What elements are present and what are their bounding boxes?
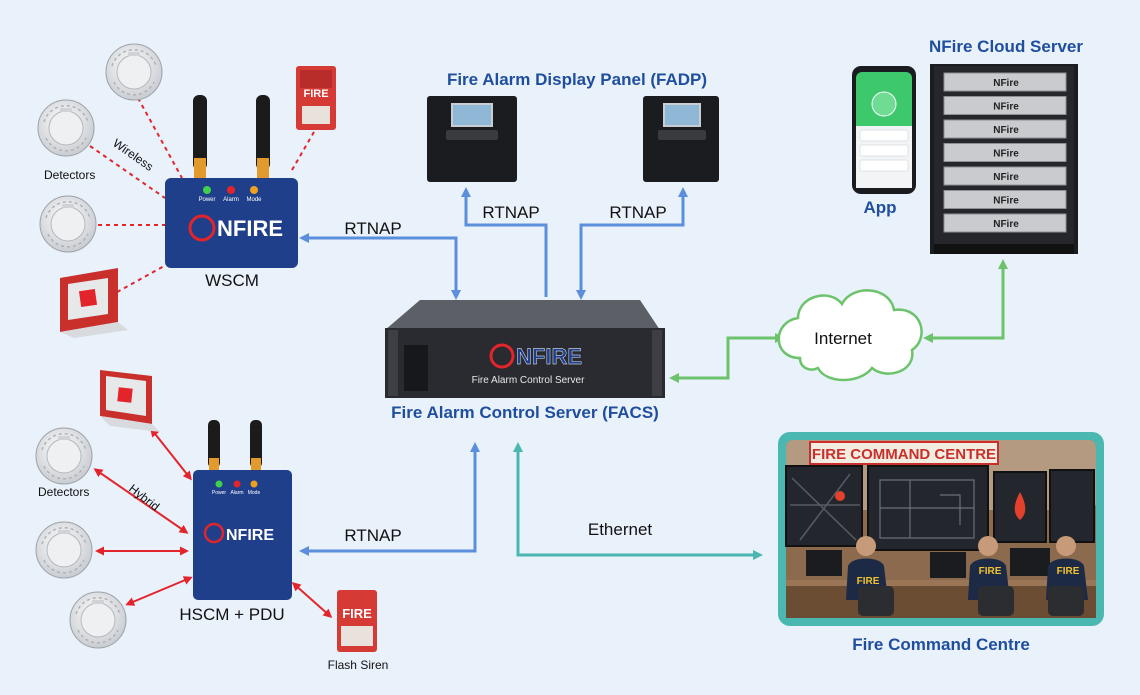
hscm-label: HSCM + PDU <box>179 605 284 624</box>
detector-5 <box>35 521 93 579</box>
rack-unit-label: NFire <box>993 172 1019 183</box>
detector-6 <box>69 591 127 649</box>
svg-text:Fire Alarm Control Server: Fire Alarm Control Server <box>472 375 585 386</box>
svg-text:NFIRE: NFIRE <box>516 344 582 369</box>
fadp-panel-right <box>643 96 719 182</box>
svg-text:FIRE: FIRE <box>303 88 328 100</box>
flash-siren-label: Flash Siren <box>328 658 389 672</box>
rtnap-wscm-label: RTNAP <box>344 219 401 238</box>
fire-alarm-box-top: FIRE <box>296 66 336 130</box>
internet-links <box>669 259 1008 383</box>
ethernet-link <box>513 442 763 560</box>
command-title: Fire Command Centre <box>852 635 1030 654</box>
fadp-panel-left <box>427 96 517 182</box>
rack-unit-label: NFire <box>993 196 1019 207</box>
manual-call-point-bottom <box>100 370 160 432</box>
svg-text:Mode: Mode <box>246 197 262 203</box>
command-centre-image: FIRE COMMAND CENTRE FIRE FIRE <box>778 432 1104 626</box>
cloud-title: NFire Cloud Server <box>929 37 1083 56</box>
app-phone <box>852 66 916 194</box>
rack-unit-label: NFire <box>993 149 1019 160</box>
svg-text:FIRE: FIRE <box>857 576 880 587</box>
detectors-top-label: Detectors <box>44 168 95 182</box>
wscm-device: Power Alarm Mode NFIRE <box>165 95 298 268</box>
facs-server: NFIRE Fire Alarm Control Server <box>385 300 665 398</box>
svg-text:Power: Power <box>212 490 227 496</box>
rack-unit <box>943 119 1067 139</box>
app-title: App <box>863 198 896 217</box>
ethernet-label: Ethernet <box>588 520 653 539</box>
internet-label: Internet <box>814 329 872 348</box>
rack-unit-label: NFire <box>993 219 1019 230</box>
rack-unit-label: NFire <box>993 102 1019 113</box>
svg-text:NFIRE: NFIRE <box>217 216 283 241</box>
svg-text:FIRE: FIRE <box>342 606 372 621</box>
detectors-bottom-label: Detectors <box>38 485 89 499</box>
svg-text:Power: Power <box>198 197 215 203</box>
rtnap-fadp-right-label: RTNAP <box>609 203 666 222</box>
facs-title: Fire Alarm Control Server (FACS) <box>391 403 659 422</box>
detector-4 <box>35 427 93 485</box>
rack-unit <box>943 96 1067 115</box>
rtnap-fadp-left-label: RTNAP <box>482 203 539 222</box>
hybrid-links <box>93 427 333 618</box>
rack-unit <box>943 190 1067 209</box>
detector-2 <box>37 99 95 157</box>
rtnap-hscm-label: RTNAP <box>344 526 401 545</box>
wireless-label: Wireless <box>110 136 156 174</box>
rack-unit <box>943 213 1067 233</box>
flash-siren: FIRE <box>337 590 377 652</box>
hybrid-label: Hybrid <box>126 481 162 513</box>
svg-text:Alarm: Alarm <box>223 197 239 203</box>
svg-text:FIRE: FIRE <box>979 566 1002 577</box>
fadp-title: Fire Alarm Display Panel (FADP) <box>447 70 707 89</box>
svg-text:Alarm: Alarm <box>230 490 243 496</box>
detector-3 <box>39 195 97 253</box>
rack-unit-label: NFire <box>993 125 1019 136</box>
svg-text:Mode: Mode <box>248 490 261 496</box>
rack-unit-label: NFire <box>993 78 1019 89</box>
rack-unit <box>943 143 1067 162</box>
manual-call-point-top <box>60 268 128 338</box>
command-sign: FIRE COMMAND CENTRE <box>812 446 996 463</box>
rack-unit <box>943 166 1067 186</box>
wireless-links <box>89 97 319 297</box>
internet-cloud <box>777 289 923 382</box>
svg-text:NFIRE: NFIRE <box>226 527 274 544</box>
hscm-device: Power Alarm Mode NFIRE <box>193 420 292 600</box>
rtnap-links <box>299 187 688 556</box>
svg-text:FIRE: FIRE <box>1057 566 1080 577</box>
rack-unit <box>943 72 1067 92</box>
wscm-label: WSCM <box>205 271 259 290</box>
detector-1 <box>105 43 163 101</box>
